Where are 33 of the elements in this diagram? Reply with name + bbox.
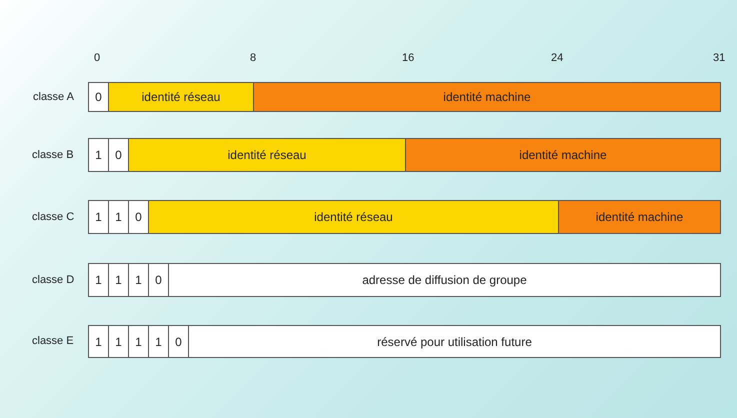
- class-label: classe E: [32, 335, 74, 347]
- bit-field: 0: [108, 138, 129, 172]
- bit-field: 1: [108, 263, 129, 297]
- bit-field: 1: [128, 325, 149, 358]
- bit-position-label: 16: [402, 52, 414, 64]
- bit-field: 1: [108, 200, 129, 234]
- bit-position-label: 0: [94, 52, 100, 64]
- bit-position-label: 24: [551, 52, 564, 64]
- bit-field: 0: [168, 325, 189, 358]
- class-label: classe C: [32, 211, 74, 223]
- bit-field: 1: [148, 325, 169, 358]
- address-field: identité machine: [405, 138, 721, 172]
- bit-position-label: 8: [250, 52, 256, 64]
- bit-field: 1: [88, 200, 109, 234]
- bit-field: 1: [88, 325, 109, 358]
- bit-field: 1: [128, 263, 149, 297]
- address-field: identité réseau: [128, 138, 406, 172]
- address-field: réservé pour utilisation future: [188, 325, 721, 358]
- class-label: classe D: [32, 274, 74, 286]
- bit-field: 1: [88, 263, 109, 297]
- address-field: identité réseau: [108, 82, 254, 112]
- class-label: classe B: [32, 149, 74, 161]
- bit-field: 0: [148, 263, 169, 297]
- class-label: classe A: [33, 91, 74, 103]
- bit-field: 1: [108, 325, 129, 358]
- address-field: identité machine: [253, 82, 721, 112]
- address-field: adresse de diffusion de groupe: [168, 263, 721, 297]
- bit-field: 0: [128, 200, 149, 234]
- bit-position-label: 31: [713, 52, 726, 64]
- bit-field: 1: [88, 138, 109, 172]
- address-field: identité réseau: [148, 200, 559, 234]
- address-field: identité machine: [558, 200, 721, 234]
- bit-field: 0: [88, 82, 109, 112]
